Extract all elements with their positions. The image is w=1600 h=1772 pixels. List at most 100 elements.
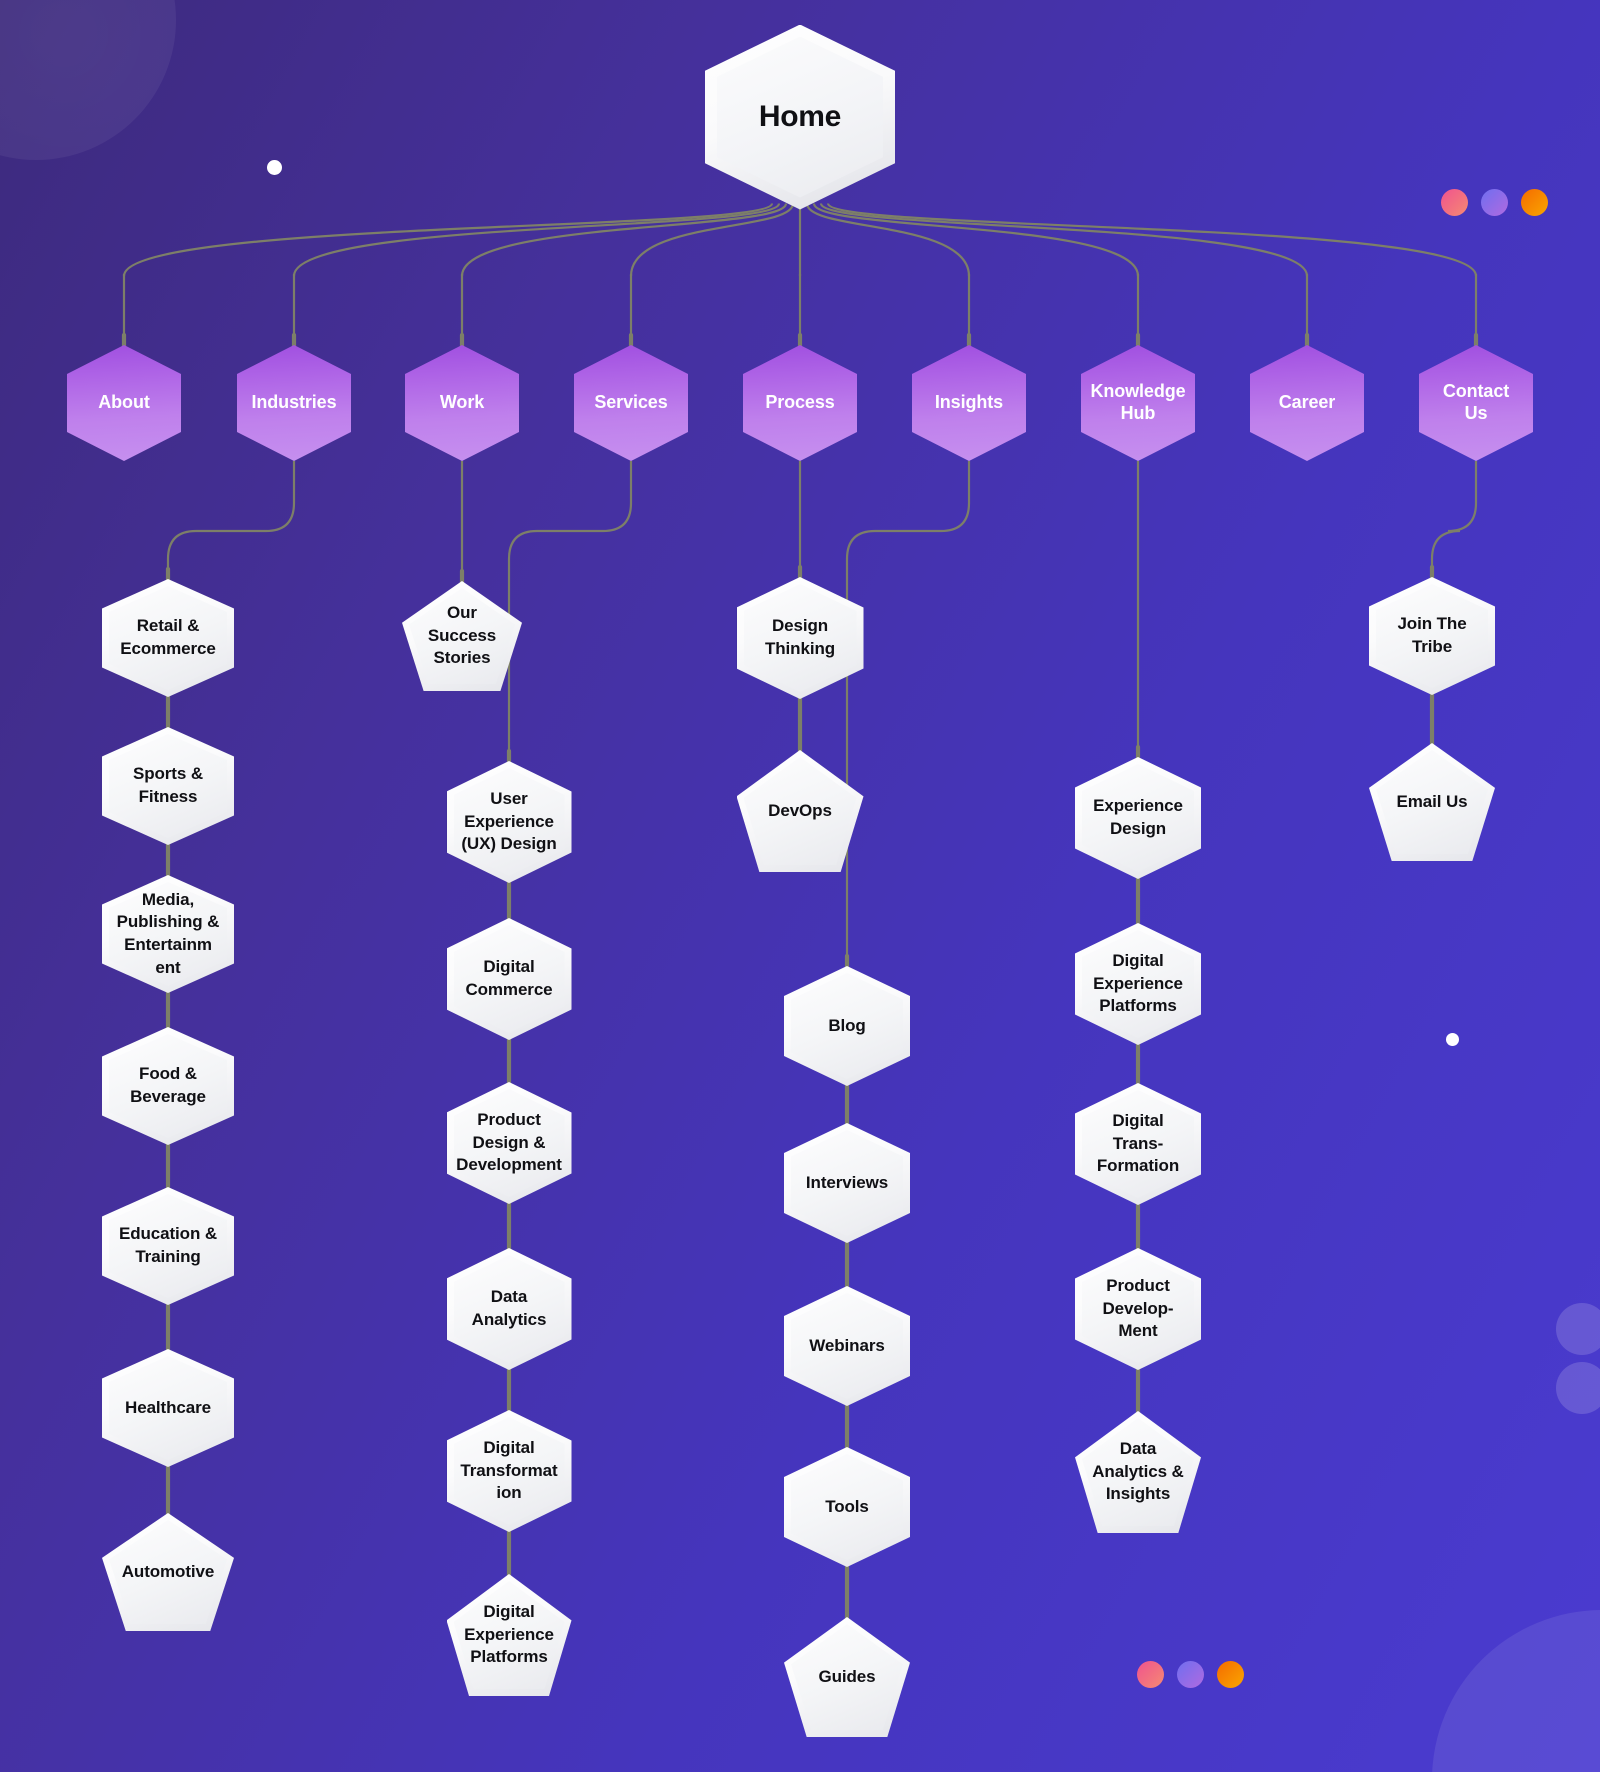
leaf-node-process-1[interactable]: DevOps (736, 750, 864, 872)
node-label: Blog (828, 1015, 866, 1035)
node-label: Automotive (121, 1561, 215, 1581)
node-label: DevOps (768, 800, 832, 820)
leaf-node-insights-2[interactable]: Webinars (784, 1286, 910, 1406)
hexagon-shape (1250, 345, 1364, 461)
node-face (453, 1255, 565, 1363)
decorative-dot-white-1 (267, 160, 282, 175)
section-node-insights[interactable]: Insights (912, 345, 1026, 461)
section-node-industries[interactable]: Industries (237, 345, 351, 461)
node-face (453, 768, 565, 876)
accent-dot-purple-top (1481, 189, 1508, 216)
node-label: Process (765, 392, 835, 413)
decorative-circle-right-1 (1556, 1303, 1600, 1355)
node-face (717, 36, 883, 198)
hexagon-shape (1081, 345, 1195, 461)
section-node-about[interactable]: About (67, 345, 181, 461)
leaf-node-industries-3[interactable]: Food &Beverage (102, 1027, 234, 1145)
accent-dot-orange-top (1521, 189, 1548, 216)
node-label: Education &Training (118, 1224, 218, 1266)
hexagon-shape (237, 345, 351, 461)
node-label: Services (594, 392, 668, 413)
node-label: Guides (818, 1666, 876, 1686)
leaf-node-industries-0[interactable]: Retail &Ecommerce (102, 579, 234, 697)
leaf-node-industries-4[interactable]: Education &Training (102, 1187, 234, 1305)
node-label: Interviews (805, 1172, 889, 1192)
hexagon-shape (574, 345, 688, 461)
node-face (109, 1356, 227, 1460)
accent-dot-pink-bottom (1137, 1661, 1164, 1688)
root-node-home[interactable]: Home (705, 24, 895, 210)
section-node-work[interactable]: Work (405, 345, 519, 461)
accent-dot-orange-bottom (1217, 1661, 1244, 1688)
node-label: Career (1278, 392, 1336, 413)
leaf-node-industries-1[interactable]: Sports &Fitness (102, 727, 234, 845)
hexagon-shape (912, 345, 1026, 461)
node-label: About (98, 392, 150, 413)
leaf-node-insights-3[interactable]: Tools (784, 1447, 910, 1567)
leaf-node-industries-6[interactable]: Automotive (102, 1513, 234, 1631)
node-label: Tools (825, 1496, 869, 1516)
node-label: Healthcare (125, 1397, 211, 1417)
node-face (453, 925, 565, 1033)
hexagon-shape (743, 345, 857, 461)
decorative-circle-right-2 (1556, 1362, 1600, 1414)
node-label: Email Us (1396, 791, 1468, 811)
leaf-node-industries-5[interactable]: Healthcare (102, 1349, 234, 1467)
section-node-career[interactable]: Career (1250, 345, 1364, 461)
hexagon-shape (405, 345, 519, 461)
leaf-node-contact-1[interactable]: Email Us (1369, 743, 1495, 861)
node-label: Insights (934, 392, 1004, 413)
leaf-node-insights-0[interactable]: Blog (784, 966, 910, 1086)
section-node-services[interactable]: Services (574, 345, 688, 461)
leaf-node-insights-1[interactable]: Interviews (784, 1123, 910, 1243)
section-node-process[interactable]: Process (743, 345, 857, 461)
accent-dot-purple-bottom (1177, 1661, 1204, 1688)
node-face (109, 1034, 227, 1138)
hexagon-shape (67, 345, 181, 461)
node-label: Sports &Fitness (132, 764, 204, 806)
node-label: Industries (251, 392, 337, 413)
node-face (453, 1417, 565, 1525)
node-label: Retail &Ecommerce (120, 616, 216, 658)
node-face (109, 1194, 227, 1298)
decorative-dot-white-2 (1446, 1033, 1459, 1046)
node-label: Food &Beverage (130, 1064, 206, 1106)
leaf-node-insights-4[interactable]: Guides (784, 1617, 910, 1737)
node-label: Home (758, 100, 842, 133)
node-label: Work (439, 392, 485, 413)
node-face (453, 1089, 565, 1197)
